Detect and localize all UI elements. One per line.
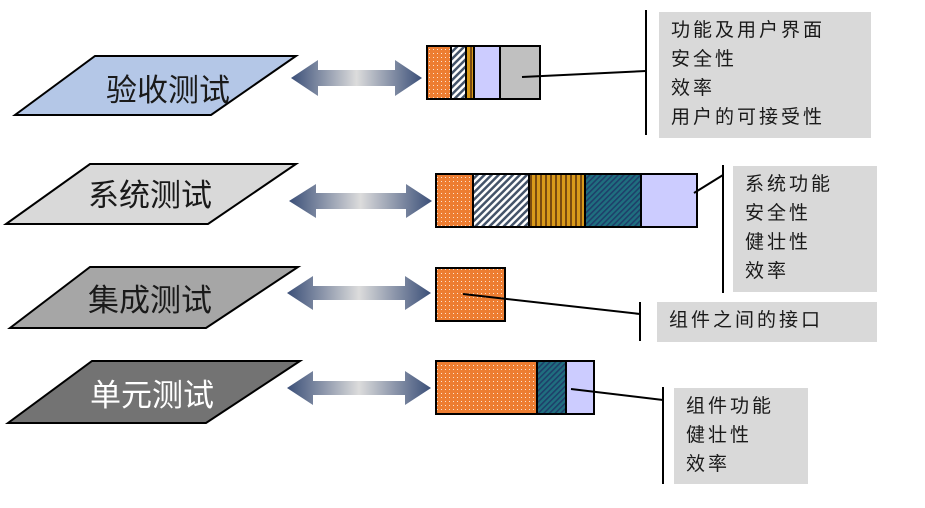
note-item: 安全性 [671, 48, 738, 70]
note-box-unit: 组件功能 健壮性 效率 [674, 388, 808, 484]
callout-line [521, 70, 647, 78]
level-shape [4, 360, 304, 424]
note-item: 效率 [745, 260, 790, 282]
segment-lavender [566, 361, 594, 414]
note-item: 健壮性 [686, 424, 753, 446]
note-item: 系统功能 [745, 173, 834, 195]
note-box-acceptance: 功能及用户界面 安全性 效率 用户的可接受性 [659, 12, 871, 138]
bidirectional-arrow-icon [291, 60, 422, 96]
level-system: 系统测试 [2, 163, 724, 293]
segment-orange-dots [436, 174, 473, 227]
note-item: 用户的可接受性 [671, 106, 826, 128]
level-label: 单元测试 [90, 378, 214, 414]
bidirectional-arrow-icon [287, 371, 431, 405]
note-item: 安全性 [745, 202, 812, 224]
level-unit: 单元测试 [4, 360, 664, 484]
note-item: 健壮性 [745, 231, 812, 253]
bidirectional-arrow-icon [287, 276, 431, 310]
segment-teal-diagonal [585, 174, 641, 227]
segment-orange-dots [436, 361, 537, 414]
callout-line [462, 293, 641, 315]
segment-vertical-stripes [529, 174, 585, 227]
note-item: 效率 [671, 77, 716, 99]
segment-bar [435, 173, 698, 228]
level-shape [11, 55, 300, 116]
segment-vertical-stripes [466, 46, 474, 99]
level-acceptance: 验收测试 [11, 10, 647, 135]
note-box-system: 系统功能 安全性 健壮性 效率 [733, 166, 877, 292]
callout-line [570, 388, 664, 401]
note-item: 组件之间的接口 [669, 309, 824, 331]
note-item: 功能及用户界面 [671, 19, 826, 41]
segment-teal-diagonal [537, 361, 566, 414]
level-label: 集成测试 [88, 283, 212, 319]
segment-bar [435, 360, 595, 415]
note-item: 组件功能 [686, 395, 775, 417]
note-box-integration: 组件之间的接口 [657, 302, 877, 342]
segment-bar [426, 45, 541, 100]
segment-lavender [474, 46, 500, 99]
level-label: 验收测试 [106, 73, 230, 109]
note-item: 效率 [686, 453, 731, 475]
bidirectional-arrow-icon [289, 184, 432, 218]
level-integration: 集成测试 [7, 266, 641, 341]
level-shape [2, 163, 300, 225]
segment-lavender [641, 174, 697, 227]
level-label: 系统测试 [88, 178, 212, 214]
level-shape [7, 266, 302, 329]
segment-diagonal-stripes [473, 174, 529, 227]
segment-diagonal-stripes [451, 46, 466, 99]
segment-orange-dots [427, 46, 451, 99]
segment-gray [500, 46, 540, 99]
callout-line [693, 174, 724, 194]
